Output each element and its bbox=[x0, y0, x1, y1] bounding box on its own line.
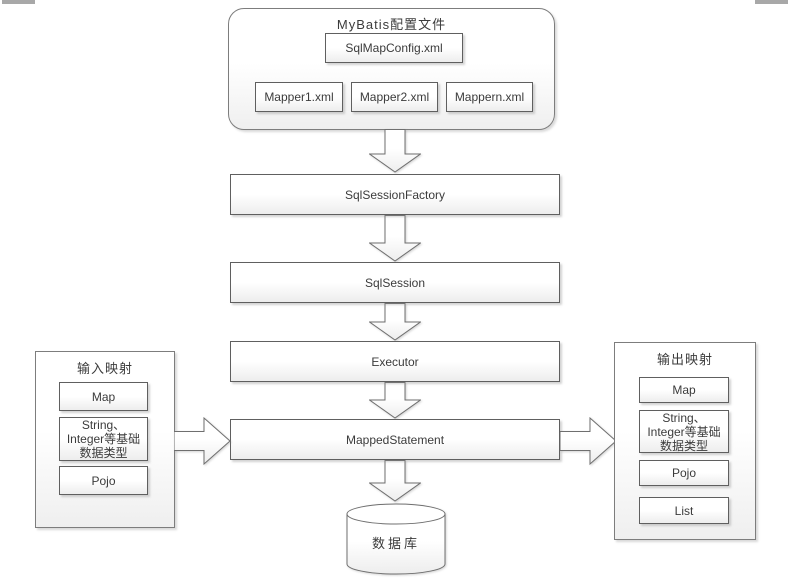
node-sqlmapconfig-xml: SqlMapConfig.xml bbox=[325, 33, 463, 63]
node-mappern-xml: Mappern.xml bbox=[446, 82, 533, 112]
arrow-right-input-to-mappedstatement bbox=[174, 417, 231, 465]
config-group-title: MyBatis配置文件 bbox=[336, 17, 447, 32]
node-mapper2-xml: Mapper2.xml bbox=[351, 82, 438, 112]
database-label: 数据库 bbox=[371, 536, 420, 551]
crop-artifact-bar-left bbox=[2, 0, 35, 4]
node-mapper1-xml: Mapper1.xml bbox=[255, 82, 343, 112]
arrow-down-config-to-factory bbox=[369, 129, 421, 173]
arrow-down-session-to-executor bbox=[369, 303, 421, 341]
arrow-right-mappedstatement-to-output bbox=[560, 417, 617, 465]
output-mapping-title: 输出映射 bbox=[656, 352, 713, 367]
node-sqlsessionfactory: SqlSessionFactory bbox=[230, 174, 560, 215]
arrow-down-executor-to-mappedstatement bbox=[369, 382, 421, 419]
input-item-pojo: Pojo bbox=[59, 466, 148, 495]
node-mappedstatement: MappedStatement bbox=[230, 419, 560, 460]
node-executor: Executor bbox=[230, 341, 560, 382]
output-item-pojo: Pojo bbox=[639, 460, 729, 486]
output-item-map: Map bbox=[639, 377, 729, 403]
input-mapping-title: 输入映射 bbox=[76, 361, 133, 376]
node-sqlsession: SqlSession bbox=[230, 262, 560, 303]
arrow-down-factory-to-session bbox=[369, 215, 421, 262]
input-item-basic-types: String、 Integer等基础 数据类型 bbox=[59, 417, 148, 461]
arrow-down-mappedstatement-to-database bbox=[369, 460, 421, 502]
database-cylinder-icon bbox=[346, 503, 446, 575]
crop-artifact-bar-right bbox=[755, 0, 788, 4]
output-item-basic-types: String、 Integer等基础 数据类型 bbox=[639, 410, 729, 453]
input-item-map: Map bbox=[59, 382, 148, 411]
output-item-list: List bbox=[639, 497, 729, 524]
